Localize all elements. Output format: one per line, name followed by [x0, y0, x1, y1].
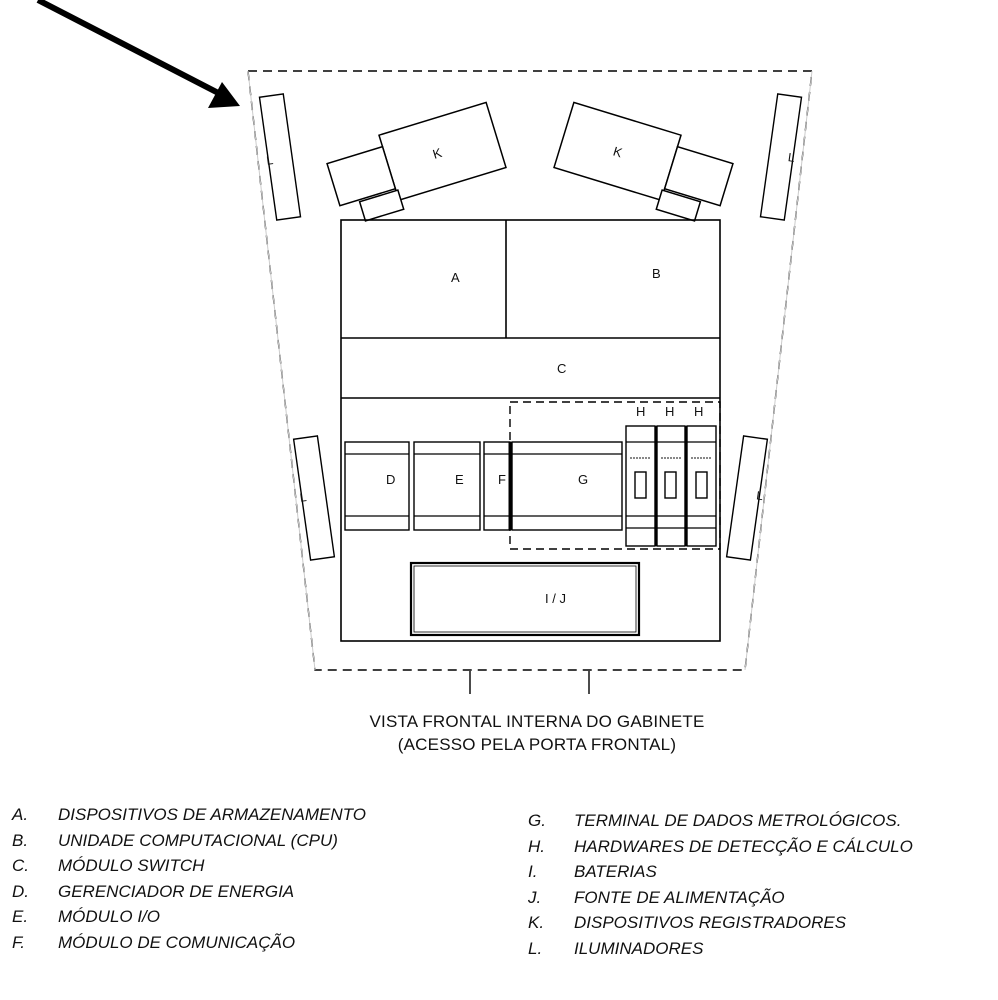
module-f: F [483, 441, 512, 531]
module-h-1 [625, 425, 656, 547]
label-a: A [451, 270, 460, 285]
cabinet-outline [247, 70, 813, 671]
module-h-3 [686, 425, 717, 547]
label-h: H [665, 404, 674, 419]
module-ij: I / J [409, 561, 641, 637]
illuminator-bottom-left: L [292, 435, 336, 561]
legend-left: A.DISPOSITIVOS DE ARMAZENAMENTO B.UNIDAD… [12, 802, 366, 955]
cabinet-diagram: L L L L K K A B C D [36, 0, 813, 694]
legend-item: B.UNIDADE COMPUTACIONAL (CPU) [12, 830, 338, 850]
svg-text:G: G [578, 472, 588, 487]
module-d: D [344, 441, 410, 531]
legend-item: F.MÓDULO DE COMUNICAÇÃO [12, 932, 296, 952]
legend-item: D.GERENCIADOR DE ENERGIA [12, 881, 295, 901]
legend-item: H.HARDWARES DE DETECÇÃO E CÁLCULO [528, 836, 913, 856]
recorder-left: K [326, 101, 507, 222]
label-b: B [652, 266, 661, 281]
svg-text:I / J: I / J [545, 591, 566, 606]
illuminator-top-right: L [759, 93, 803, 221]
label-l: L [299, 490, 308, 505]
legend-item: C.MÓDULO SWITCH [12, 856, 205, 875]
legend-item: L.ILUMINADORES [528, 938, 704, 958]
label-l: L [265, 153, 274, 168]
label-h: H [636, 404, 645, 419]
legend-item: I.BATERIAS [528, 862, 657, 881]
module-h-2 [656, 425, 686, 547]
module-e: E [413, 441, 481, 531]
recorder-right: K [553, 101, 734, 222]
label-l: L [787, 150, 796, 165]
legend-right: G.TERMINAL DE DADOS METROLÓGICOS. H.HARD… [528, 808, 913, 961]
illuminator-bottom-right: L [725, 435, 769, 561]
legend-item: A.DISPOSITIVOS DE ARMAZENAMENTO [12, 805, 366, 824]
label-l: L [755, 488, 764, 503]
legend-item: E.MÓDULO I/O [12, 907, 161, 926]
caption-line-2: (ACESSO PELA PORTA FRONTAL) [397, 735, 677, 754]
svg-text:F: F [498, 472, 506, 487]
label-c: C [557, 361, 566, 376]
svg-text:D: D [386, 472, 395, 487]
pointer-arrow [36, 0, 240, 108]
module-g: G [511, 441, 623, 531]
label-h: H [694, 404, 703, 419]
legend-item: K.DISPOSITIVOS REGISTRADORES [528, 913, 847, 932]
legend-item: G.TERMINAL DE DADOS METROLÓGICOS. [528, 811, 902, 830]
legend-item: J.FONTE DE ALIMENTAÇÃO [528, 887, 785, 907]
caption-line-1: VISTA FRONTAL INTERNA DO GABINETE [369, 712, 705, 731]
illuminator-top-left: L [258, 93, 302, 221]
svg-text:E: E [455, 472, 464, 487]
